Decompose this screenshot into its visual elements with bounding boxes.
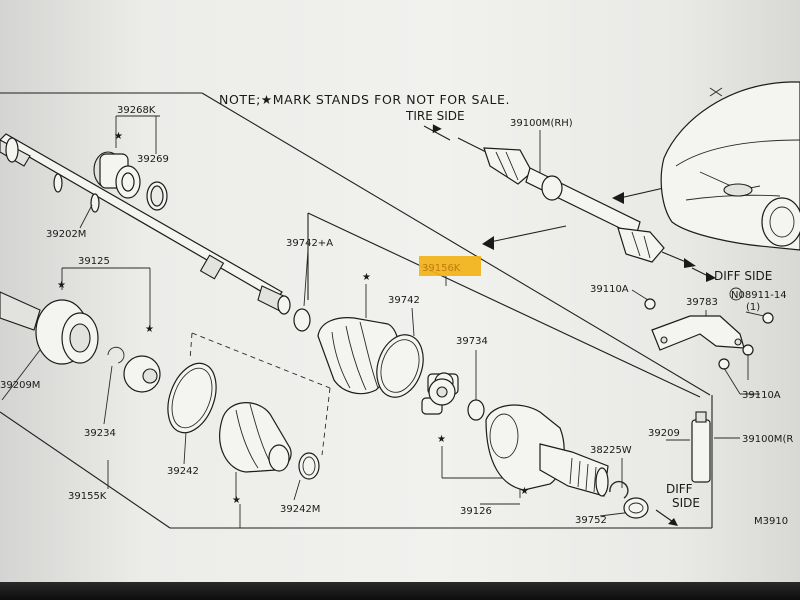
assembly-frame <box>0 92 713 529</box>
tire-side-label: TIRE SIDE <box>405 109 465 123</box>
label-08911: N08911-14 <box>731 290 787 301</box>
assembly-39100M-RH: 39100M(RH) TIRE SIDE DIFF SIDE <box>405 109 772 283</box>
part-39734: 39734 ★ <box>421 336 521 498</box>
label-39742A: 39742+A <box>286 238 333 249</box>
svg-text:★: ★ <box>232 495 241 506</box>
label-39100MRH: 39100M(RH) <box>510 118 573 129</box>
diff-side-bottom: DIFF SIDE <box>655 482 700 526</box>
highlight-39156K: 39156K <box>419 256 481 286</box>
label-39156K: 39156K <box>422 263 461 274</box>
part-39268K: 39268K ★ 39269 <box>93 105 169 211</box>
label-39742: 39742 <box>388 295 420 306</box>
label-39209M: 39209M <box>0 380 40 391</box>
label-39752: 39752 <box>575 515 607 526</box>
bracket-39783: 39110A 39783 N08911-14 (1) 39110A <box>590 284 787 401</box>
part-39126: ★ 39126 <box>460 404 609 517</box>
label-39126: 39126 <box>460 506 492 517</box>
svg-text:★: ★ <box>145 324 154 335</box>
part-38225W: 38225W 39752 <box>575 445 649 526</box>
part-39125: 39125 ★ ★ <box>0 256 161 393</box>
diff-side-bottom-line1: DIFF <box>666 482 693 496</box>
note-text: NOTE;★MARK STANDS FOR NOT FOR SALE. <box>219 92 510 107</box>
boot-dashed-group <box>189 332 331 456</box>
label-39783: 39783 <box>686 297 718 308</box>
part-39242: 39242 ★ 39242M <box>167 362 320 528</box>
svg-text:★: ★ <box>437 434 446 445</box>
diff-side-bottom-line2: SIDE <box>672 496 700 510</box>
svg-text:★: ★ <box>520 486 529 497</box>
label-39110A: 39110A <box>742 390 781 401</box>
label-39110A-top: 39110A <box>590 284 629 295</box>
diagram-ref: M3910 <box>754 516 788 527</box>
label-39202M: 39202M <box>46 229 86 240</box>
car-front-illustration <box>660 81 800 251</box>
label-39234: 39234 <box>84 428 116 439</box>
svg-text:★: ★ <box>57 280 66 291</box>
part-39742: 39742+A ★ 39742 <box>286 238 424 398</box>
label-39209: 39209 <box>648 428 680 439</box>
monitor-bezel <box>0 582 800 600</box>
label-39242M: 39242M <box>280 504 320 515</box>
diff-side-label: DIFF SIDE <box>714 269 772 283</box>
part-39209: 39209 39100M(R <box>648 411 793 483</box>
label-39268K: 39268K <box>117 105 156 116</box>
star-mark: ★ <box>114 131 123 142</box>
svg-text:(1): (1) <box>746 302 760 313</box>
label-39269: 39269 <box>137 154 169 165</box>
label-39125: 39125 <box>78 256 110 267</box>
label-39734: 39734 <box>456 336 488 347</box>
pointer-arrows <box>482 181 691 250</box>
drive-shaft-39202M <box>0 133 291 315</box>
label-39155K: 39155K <box>68 491 107 502</box>
label-39100MR: 39100M(R <box>742 434 793 445</box>
svg-text:★: ★ <box>362 272 371 283</box>
label-39242: 39242 <box>167 466 199 477</box>
label-38225W: 38225W <box>590 445 632 456</box>
